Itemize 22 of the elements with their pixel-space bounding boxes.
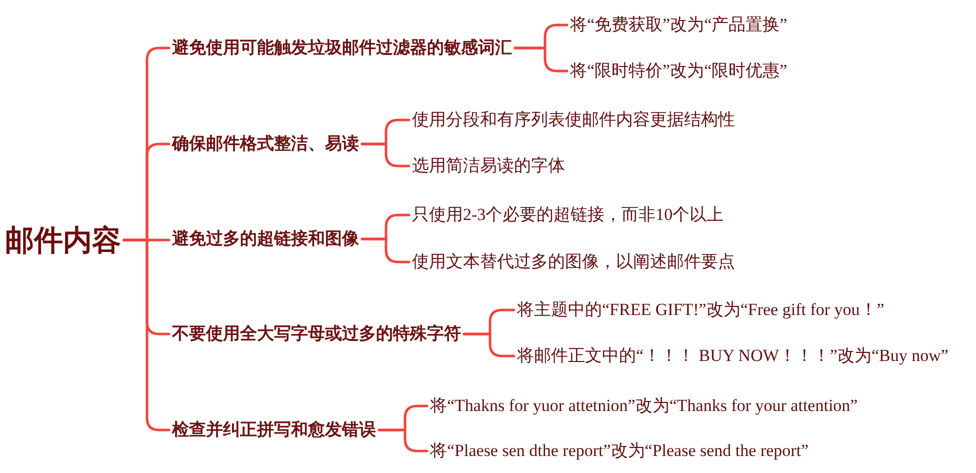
subtopic: 将“Plaese sen dthe report”改为“Please send the report”	[427, 440, 812, 462]
branch-topic: 避免使用可能触发垃圾邮件过滤器的敏感词汇	[169, 37, 515, 59]
subtopic: 将“Thakns for yuor attetnion”改为“Thanks for your attention”	[427, 395, 861, 417]
subtopic: 只使用2-3个必要的超链接，而非10个以上	[409, 204, 727, 226]
branch-topic: 避免过多的超链接和图像	[169, 228, 362, 250]
central-topic: 邮件内容	[2, 222, 124, 258]
subtopic: 将“免费获取”改为“产品置换”	[567, 14, 790, 36]
branch-topic: 检查并纠正拼写和愈发错误	[169, 419, 379, 441]
subtopic: 将主题中的“FREE GIFT!”改为“Free gift for you！”	[514, 299, 888, 321]
branch-topic: 确保邮件格式整洁、易读	[169, 133, 362, 155]
subtopic: 使用文本替代过多的图像，以阐述邮件要点	[409, 251, 738, 273]
connector-line	[360, 238, 410, 264]
branch-topic: 不要使用全大写字母或过多的特殊字符	[169, 323, 464, 345]
subtopic: 使用分段和有序列表使邮件内容更据结构性	[409, 109, 738, 131]
subtopic: 将邮件正文中的“！！！ BUY NOW！！！”改为“Buy now”	[514, 345, 952, 367]
connector-line	[462, 332, 516, 358]
connector-line	[122, 238, 170, 432]
connector-line	[514, 46, 568, 72]
connector-line	[360, 142, 410, 168]
connector-line	[378, 428, 428, 452]
subtopic: 将“限时特价”改为“限时优惠”	[567, 60, 790, 82]
subtopic: 选用简洁易读的字体	[409, 155, 568, 177]
